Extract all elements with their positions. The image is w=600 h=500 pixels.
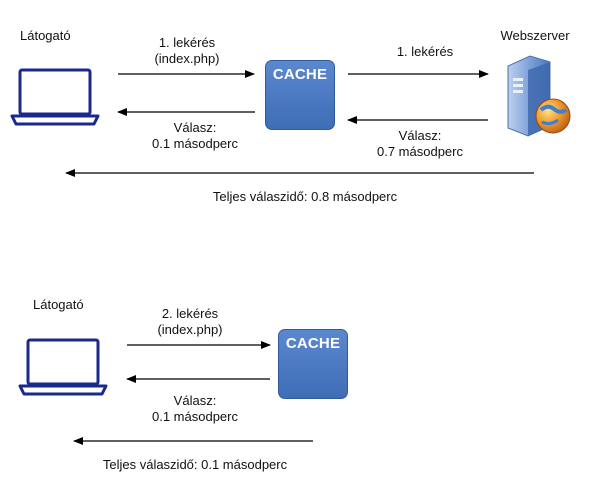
response-label-1-line1: Válasz:: [173, 120, 217, 135]
request-label-1-line2: (index.php): [154, 51, 220, 66]
response-label-1-line2: 0.1 másodperc: [152, 136, 238, 151]
laptop-icon: [10, 68, 100, 126]
response-label-2: Válasz: 0.1 másodperc: [125, 393, 265, 425]
cache-box-2: CACHE: [278, 329, 348, 399]
server-response-label-1: Válasz: 0.7 másodperc: [350, 128, 490, 160]
visitor-label-1: Látogató: [20, 28, 71, 43]
total-time-label-2: Teljes válaszidő: 0.1 másodperc: [102, 457, 288, 472]
server-globe-icon: [507, 55, 571, 137]
server-request-label-1: 1. lekérés: [396, 44, 454, 59]
laptop-icon: [18, 338, 108, 396]
request-label-2-line2: (index.php): [157, 322, 223, 337]
response-label-2-line2: 0.1 másodperc: [152, 409, 238, 424]
server-label: Webszerver: [500, 28, 570, 43]
server-response-label-1-line2: 0.7 másodperc: [377, 144, 463, 159]
total-time-label-1: Teljes válaszidő: 0.8 másodperc: [212, 189, 398, 204]
visitor-label-2: Látogató: [33, 297, 84, 312]
request-label-1-line1: 1. lekérés: [158, 35, 216, 50]
request-label-1: 1. lekérés (index.php): [137, 35, 237, 67]
response-label-2-line1: Válasz:: [173, 393, 217, 408]
response-label-1: Válasz: 0.1 másodperc: [125, 120, 265, 152]
request-label-2-line1: 2. lekérés: [161, 306, 219, 321]
server-response-label-1-line1: Válasz:: [398, 128, 442, 143]
request-label-2: 2. lekérés (index.php): [140, 306, 240, 338]
cache-box-1: CACHE: [265, 60, 335, 130]
